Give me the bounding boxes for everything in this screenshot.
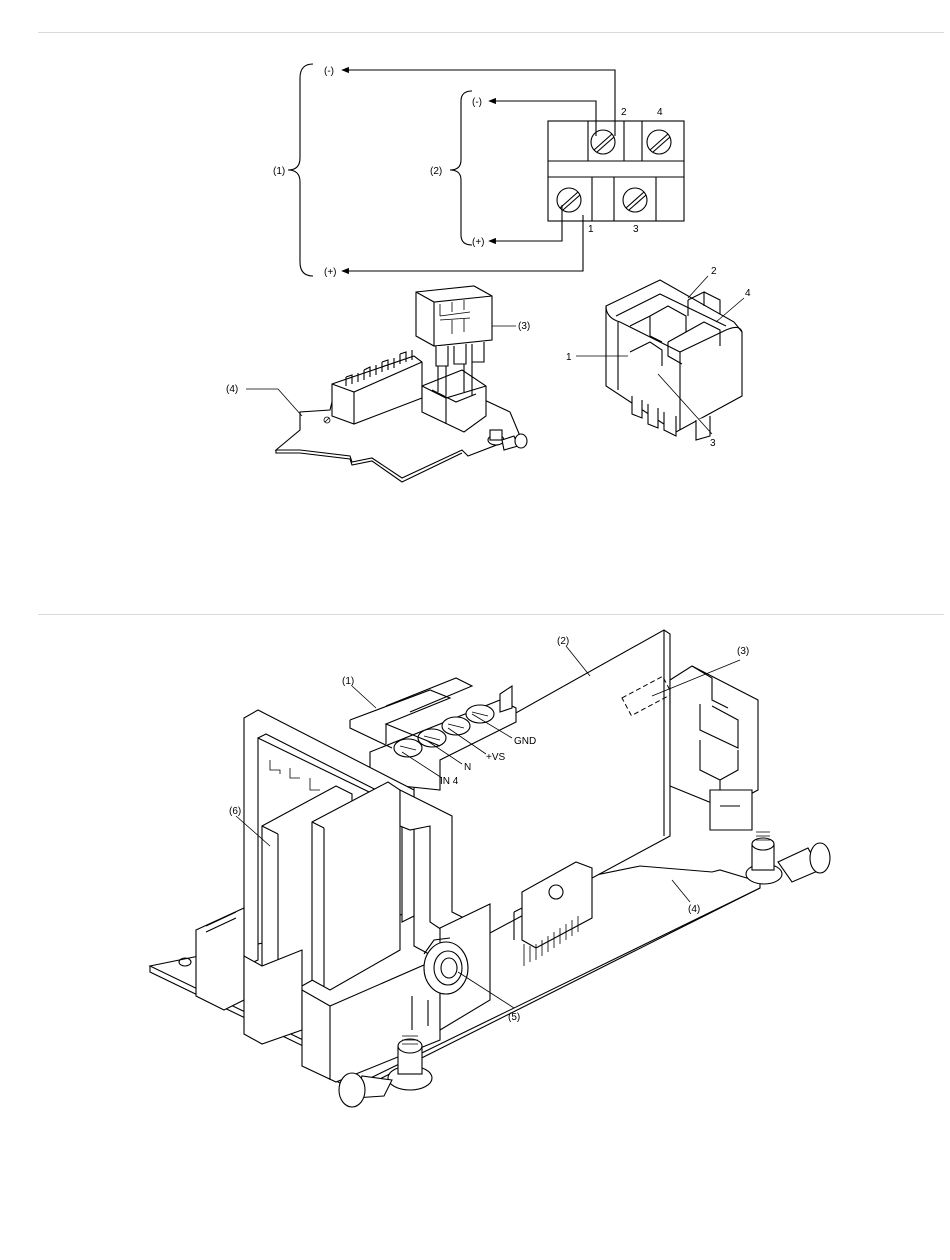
label-terminal-4: 4	[657, 107, 663, 118]
callout-4: (4)	[688, 904, 700, 915]
label-terminal-2: 2	[621, 107, 627, 118]
brace-group-2	[450, 91, 472, 245]
middle-divider	[38, 614, 944, 615]
label-n: N	[464, 762, 471, 773]
callout-3: (3)	[737, 646, 749, 657]
label-group-2: (2)	[430, 166, 442, 177]
leader-c2	[566, 646, 590, 676]
module-assembly-figure: (1) (2) (3) (4) (5) (6) GND +VS N IN 4	[0, 620, 950, 1120]
label-board-4: (4)	[226, 384, 238, 395]
screw-icon-terminal-1	[557, 188, 581, 212]
screw-icon-terminal-4	[647, 130, 671, 154]
label-pin-4: 4	[745, 288, 751, 299]
label-in4: IN 4	[440, 776, 459, 787]
callout-1: (1)	[342, 676, 354, 687]
top-divider	[38, 32, 944, 33]
wiring-diagram-figure: (-) (+) (-) (+) (1) (2) 2 4 1 3	[0, 40, 950, 500]
right-connector	[670, 666, 758, 830]
leader-board-4	[246, 389, 302, 416]
callout-2: (2)	[557, 636, 569, 647]
label-pin-3: 3	[710, 438, 716, 449]
label-terminal-1: 1	[588, 224, 594, 235]
screw-icon-terminal-2	[591, 130, 615, 154]
label-outer-minus: (-)	[324, 66, 334, 77]
label-inner-minus: (-)	[472, 97, 482, 108]
label-vs: +VS	[486, 752, 506, 763]
board-assembly	[276, 286, 527, 482]
label-inner-plus: (+)	[472, 237, 485, 248]
label-outer-plus: (+)	[324, 267, 337, 278]
callout-6: (6)	[229, 806, 241, 817]
label-pin-2: 2	[711, 266, 717, 277]
callout-5: (5)	[508, 1012, 520, 1023]
brace-group-1	[288, 64, 313, 276]
arrow-outer-plus	[342, 215, 583, 271]
label-group-1: (1)	[273, 166, 285, 177]
label-terminal-3: 3	[633, 224, 639, 235]
screw-icon-terminal-3	[623, 188, 647, 212]
label-pin-1: 1	[566, 352, 572, 363]
ground-lug-right	[746, 832, 830, 884]
connector-detail	[606, 280, 742, 440]
label-gnd: GND	[514, 736, 536, 747]
label-connector-3: (3)	[518, 321, 530, 332]
leader-c1	[352, 686, 376, 708]
